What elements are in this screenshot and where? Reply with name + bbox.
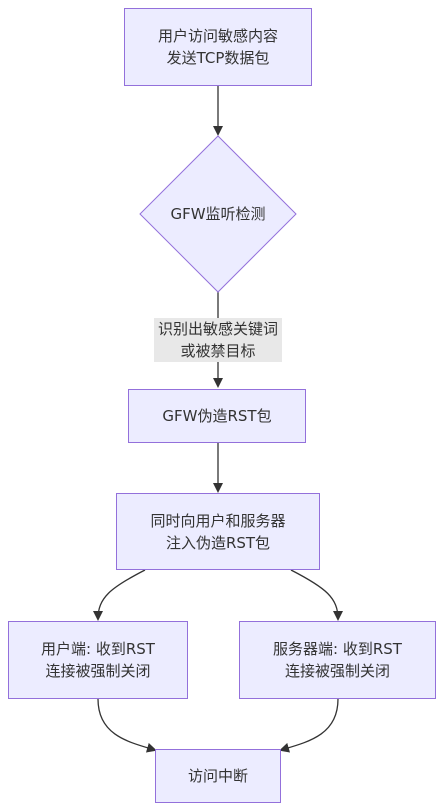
gfw-monitor-diamond bbox=[139, 135, 297, 293]
gfw-forge-node: GFW伪造RST包 bbox=[128, 389, 306, 443]
edge-inject-to-client bbox=[93, 569, 146, 621]
gfw-monitor-label: GFW监听检测 bbox=[170, 205, 266, 223]
user-send-node: 用户访问敏感内容 发送TCP数据包 bbox=[124, 8, 312, 86]
inject-node: 同时向用户和服务器 注入伪造RST包 bbox=[116, 493, 320, 570]
edge-server-to-interrupted bbox=[279, 698, 339, 753]
edge-label-detected: 识别出敏感关键词 或被禁目标 bbox=[154, 318, 282, 362]
edge-inject-to-server bbox=[290, 569, 343, 621]
access-interrupted-node: 访问中断 bbox=[155, 749, 281, 803]
client-side-node: 用户端: 收到RST 连接被强制关闭 bbox=[8, 621, 188, 699]
server-side-node: 服务器端: 收到RST 连接被强制关闭 bbox=[239, 621, 436, 699]
edge-client-to-interrupted bbox=[97, 698, 157, 753]
